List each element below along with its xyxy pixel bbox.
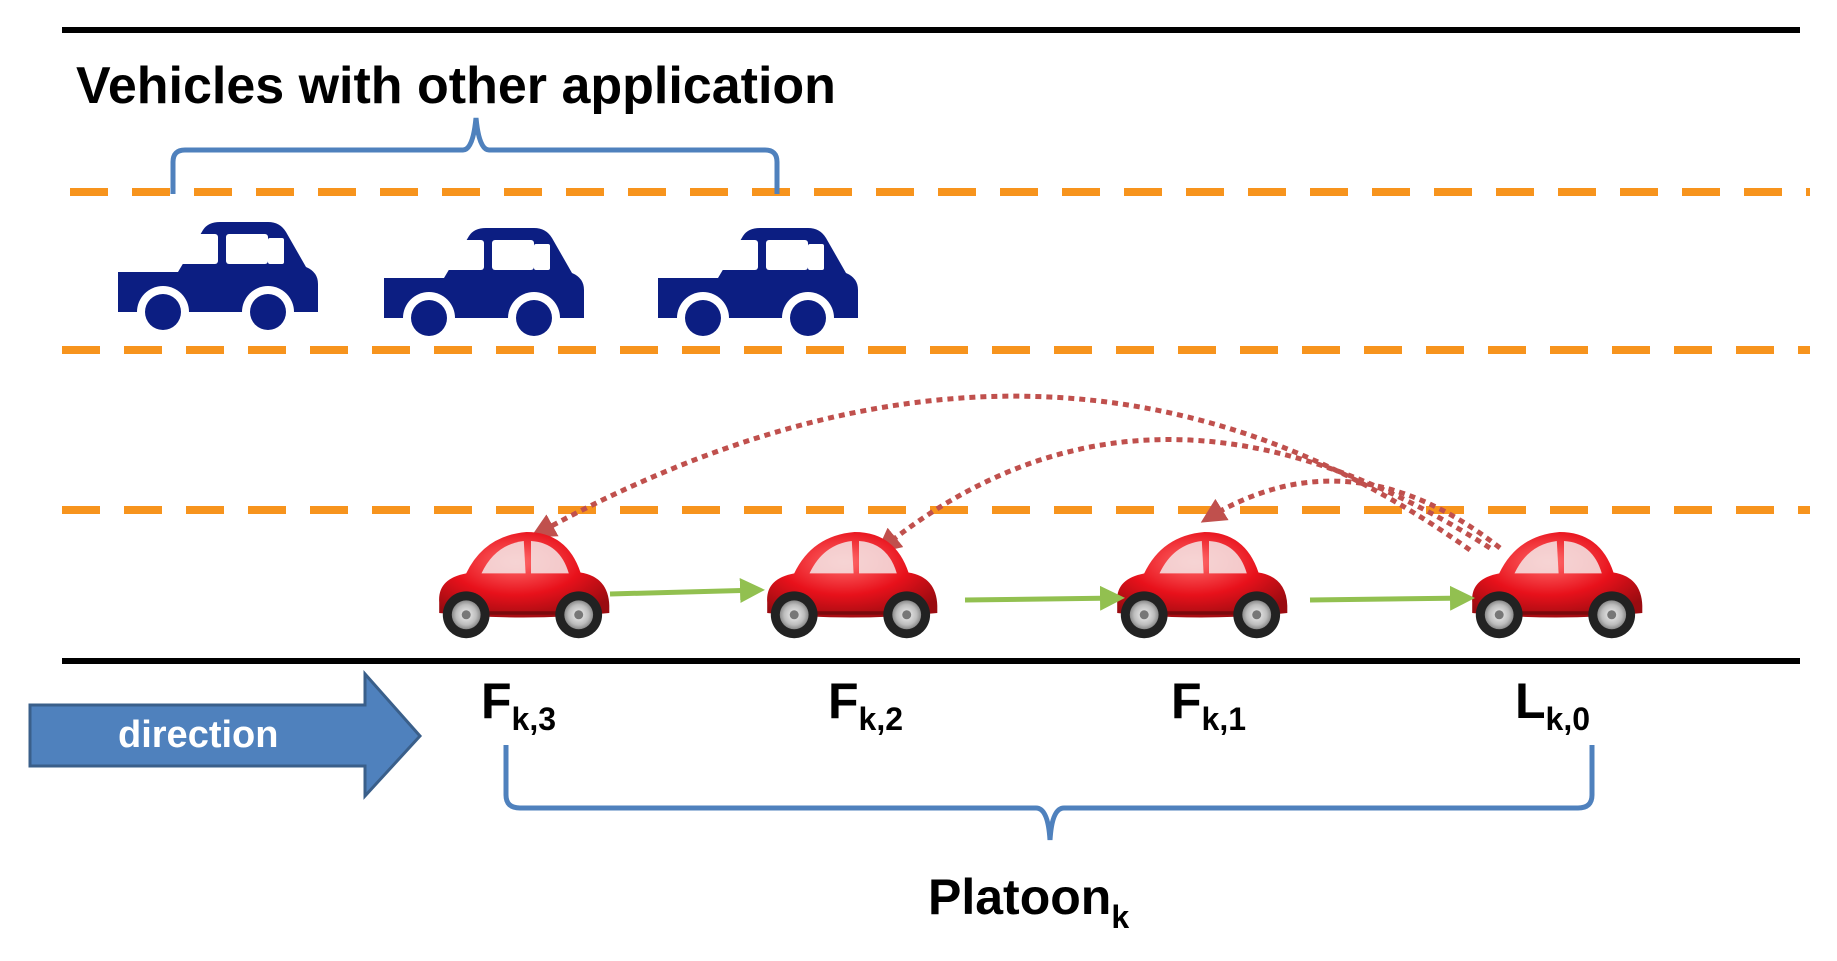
vehicle-label-leader: Lk,0: [1515, 673, 1590, 737]
top-bracket: [170, 117, 780, 194]
forward-arrow-f3-to-f2: [609, 578, 765, 604]
vehicle-label-f3: Fk,3: [481, 673, 556, 737]
blue-car-icon: [118, 222, 318, 338]
comm-arrow-leader-to-f1: [1200, 478, 1502, 550]
vehicle-label-f1: Fk,1: [1171, 673, 1246, 737]
direction-label: direction: [118, 714, 278, 756]
platoon-label: Platoonk: [928, 869, 1129, 935]
comm-arrow-leader-to-f3: [530, 393, 1472, 553]
comm-arrow-leader-to-f2: [876, 437, 1492, 554]
blue-car-icon: [384, 228, 584, 344]
top-label: Vehicles with other application: [76, 57, 836, 115]
red-car-icon: [1115, 530, 1290, 641]
vehicle-label-f2: Fk,2: [828, 673, 903, 737]
direction-arrow: [28, 670, 423, 800]
red-car-icon: [437, 530, 612, 641]
forward-arrow-f1-to-leader: [1309, 585, 1475, 611]
blue-car-icon: [658, 228, 858, 344]
forward-arrow-f2-to-f1: [964, 585, 1125, 611]
red-car-icon: [765, 530, 940, 641]
platoon-bracket: [503, 745, 1595, 841]
